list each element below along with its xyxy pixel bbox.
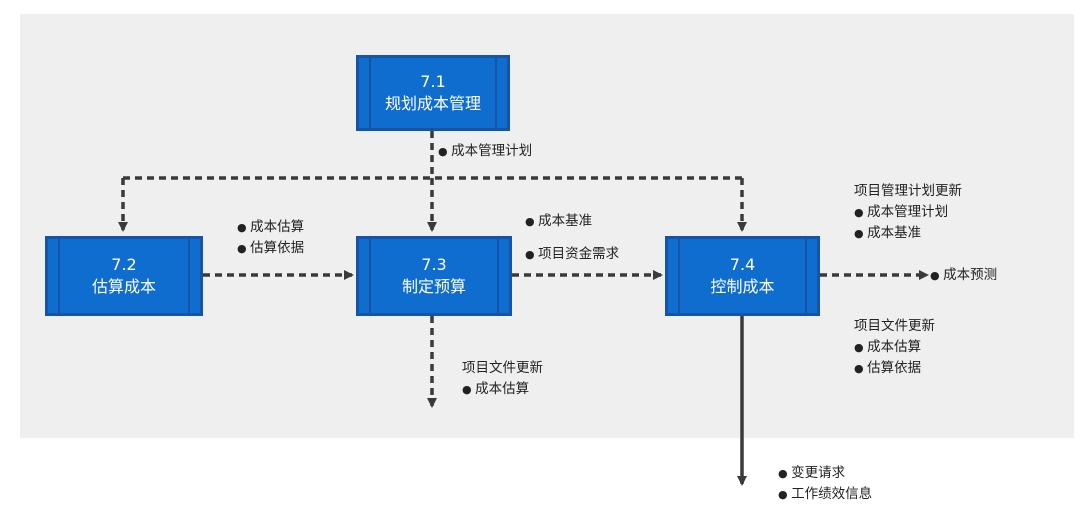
process-7-4[interactable]: 7.4 控制成本	[665, 236, 820, 316]
label-cost-mgmt-plan: 成本管理计划	[438, 141, 532, 162]
process-7-3-name: 制定预算	[401, 277, 466, 296]
label-outputs: 变更请求 工作绩效信息	[778, 463, 872, 505]
process-7-1-name: 规划成本管理	[384, 94, 481, 113]
process-7-2-number: 7.2	[111, 255, 137, 274]
process-7-1-number: 7.1	[420, 72, 446, 91]
process-7-3[interactable]: 7.3 制定预算	[356, 236, 512, 316]
label-estimates-item: 成本估算	[237, 217, 304, 238]
process-7-4-name: 控制成本	[710, 277, 775, 296]
label-estimates: 成本估算 估算依据	[237, 217, 304, 259]
label-control-doc-updates: 项目文件更新 成本估算 估算依据	[854, 316, 935, 379]
label-baseline: 成本基准	[525, 211, 592, 232]
process-7-1[interactable]: 7.1 规划成本管理	[356, 55, 510, 131]
process-7-2-name: 估算成本	[91, 277, 156, 296]
process-7-2[interactable]: 7.2 估算成本	[45, 236, 203, 316]
label-estimates-item: 估算依据	[237, 238, 304, 259]
label-pm-plan-updates: 项目管理计划更新 成本管理计划 成本基准	[854, 181, 962, 244]
process-7-3-number: 7.3	[421, 255, 447, 274]
label-forecast: 成本预测	[930, 265, 997, 286]
label-budget-doc-updates: 项目文件更新 成本估算	[462, 358, 543, 400]
process-7-4-number: 7.4	[729, 255, 756, 274]
label-funding: 项目资金需求	[525, 244, 619, 265]
